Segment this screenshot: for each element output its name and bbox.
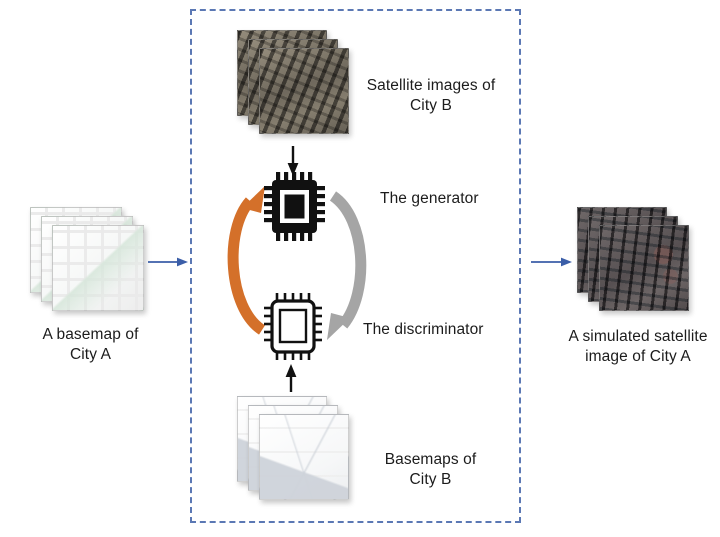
generator-label: The generator bbox=[380, 190, 479, 207]
discriminator-label: The discriminator bbox=[363, 321, 484, 338]
input-to-box-arrow-icon bbox=[148, 257, 188, 267]
basemap-city-a-label: A basemap of City A bbox=[42, 326, 139, 363]
basemap-city-a-stack bbox=[30, 207, 148, 317]
box-to-output-arrow-icon bbox=[531, 257, 572, 267]
basemaps-city-b-stack bbox=[237, 396, 355, 508]
basemaps-city-b-label: Basemaps of City B bbox=[384, 451, 477, 488]
satellite-images-city-b-stack bbox=[237, 30, 355, 142]
basemap-city-b-tile bbox=[259, 414, 349, 500]
simulated-satellite-city-a-stack bbox=[577, 207, 697, 319]
satellite-images-city-b-label: Satellite images of City B bbox=[366, 77, 496, 114]
basemap-city-a-tile bbox=[52, 225, 144, 311]
training-box bbox=[190, 9, 521, 523]
satellite-city-b-tile bbox=[259, 48, 349, 134]
simulated-satellite-tile bbox=[599, 225, 689, 311]
simulated-satellite-city-a-label: A simulated satellite image of City A bbox=[568, 328, 708, 365]
